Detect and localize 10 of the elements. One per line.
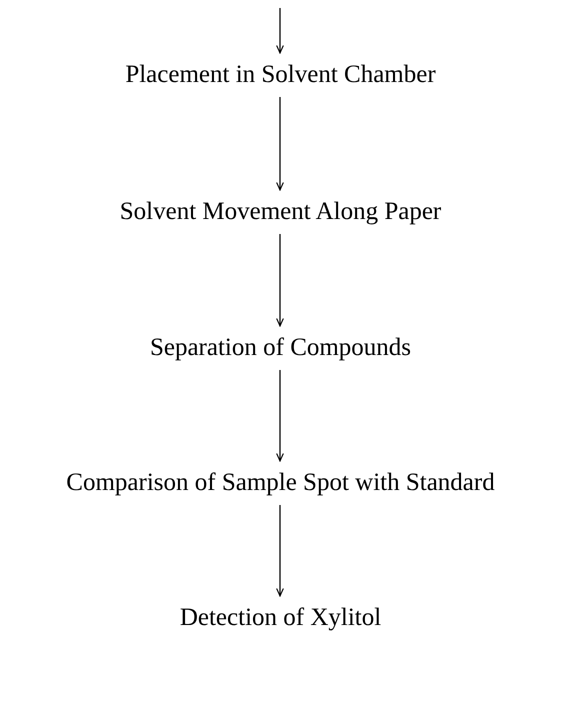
step-label: Placement in Solvent Chamber <box>121 53 440 97</box>
step-label: Comparison of Sample Spot with Standard <box>62 461 499 505</box>
arrow <box>276 8 284 54</box>
step-label: Detection of Xylitol <box>176 596 386 640</box>
step-label: Solvent Movement Along Paper <box>116 190 446 234</box>
step-label: Separation of Compounds <box>146 326 416 370</box>
arrow <box>276 97 284 191</box>
arrow <box>276 505 284 597</box>
arrow <box>276 234 284 327</box>
arrow <box>276 370 284 462</box>
